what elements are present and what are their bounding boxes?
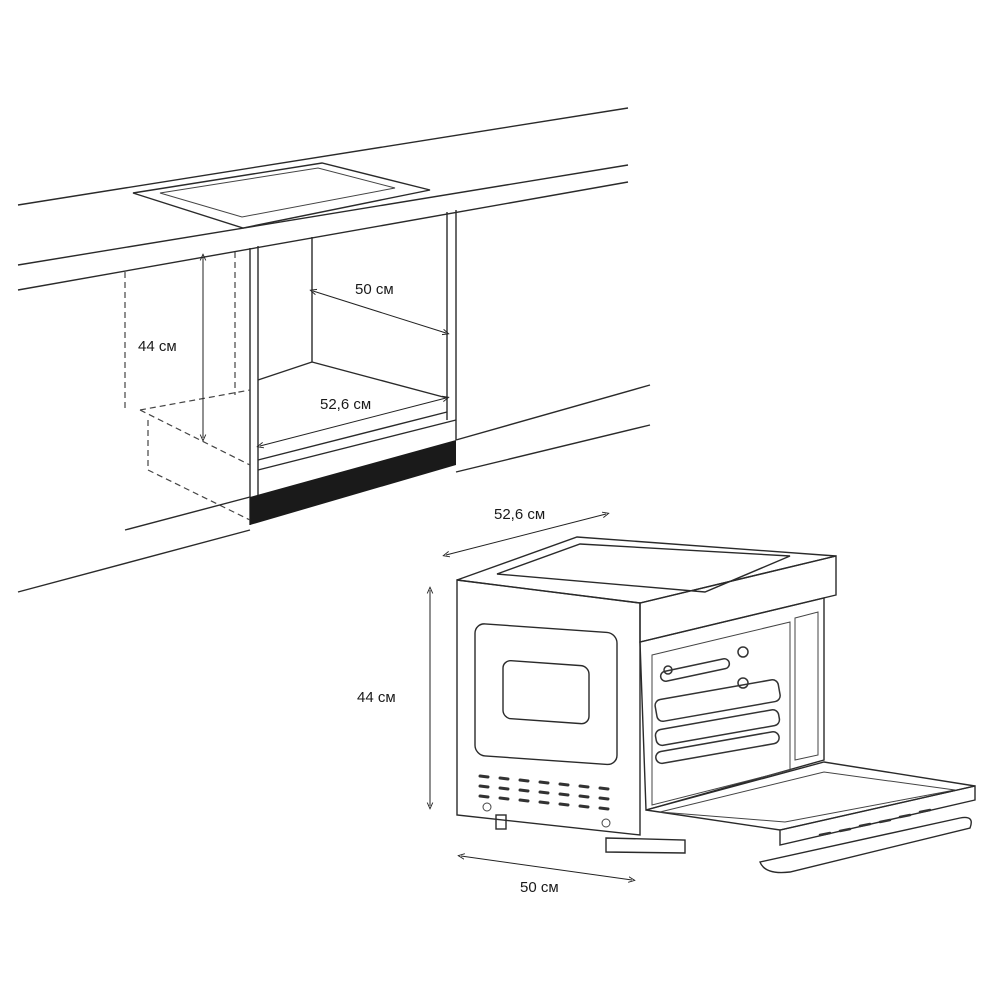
cabinet-height-label: 44 см <box>138 338 177 355</box>
floor-lines <box>17 384 651 593</box>
cabinet-depth-arrow <box>313 291 446 333</box>
door-handle <box>759 816 972 874</box>
vents <box>478 774 610 811</box>
oven-height-label: 44 см <box>357 689 396 706</box>
cabinet-width-arrow <box>260 398 446 446</box>
oven-depth-label: 50 см <box>520 879 559 896</box>
oven-width-label: 52,6 см <box>494 506 546 523</box>
plinth <box>250 440 456 525</box>
oven-width-arrow <box>446 514 606 555</box>
oven-depth-arrow <box>461 856 632 880</box>
side-window <box>502 660 590 725</box>
cooktop <box>132 162 431 229</box>
countertop <box>17 107 629 291</box>
oven <box>456 536 976 874</box>
rack-guides <box>654 646 781 765</box>
cabinet-dashed-outline <box>124 252 251 521</box>
side-window-frame <box>474 623 618 766</box>
cabinet-niche <box>249 210 457 525</box>
cabinet-depth-label: 50 см <box>355 281 394 298</box>
cabinet-width-label: 52,6 см <box>320 396 372 413</box>
